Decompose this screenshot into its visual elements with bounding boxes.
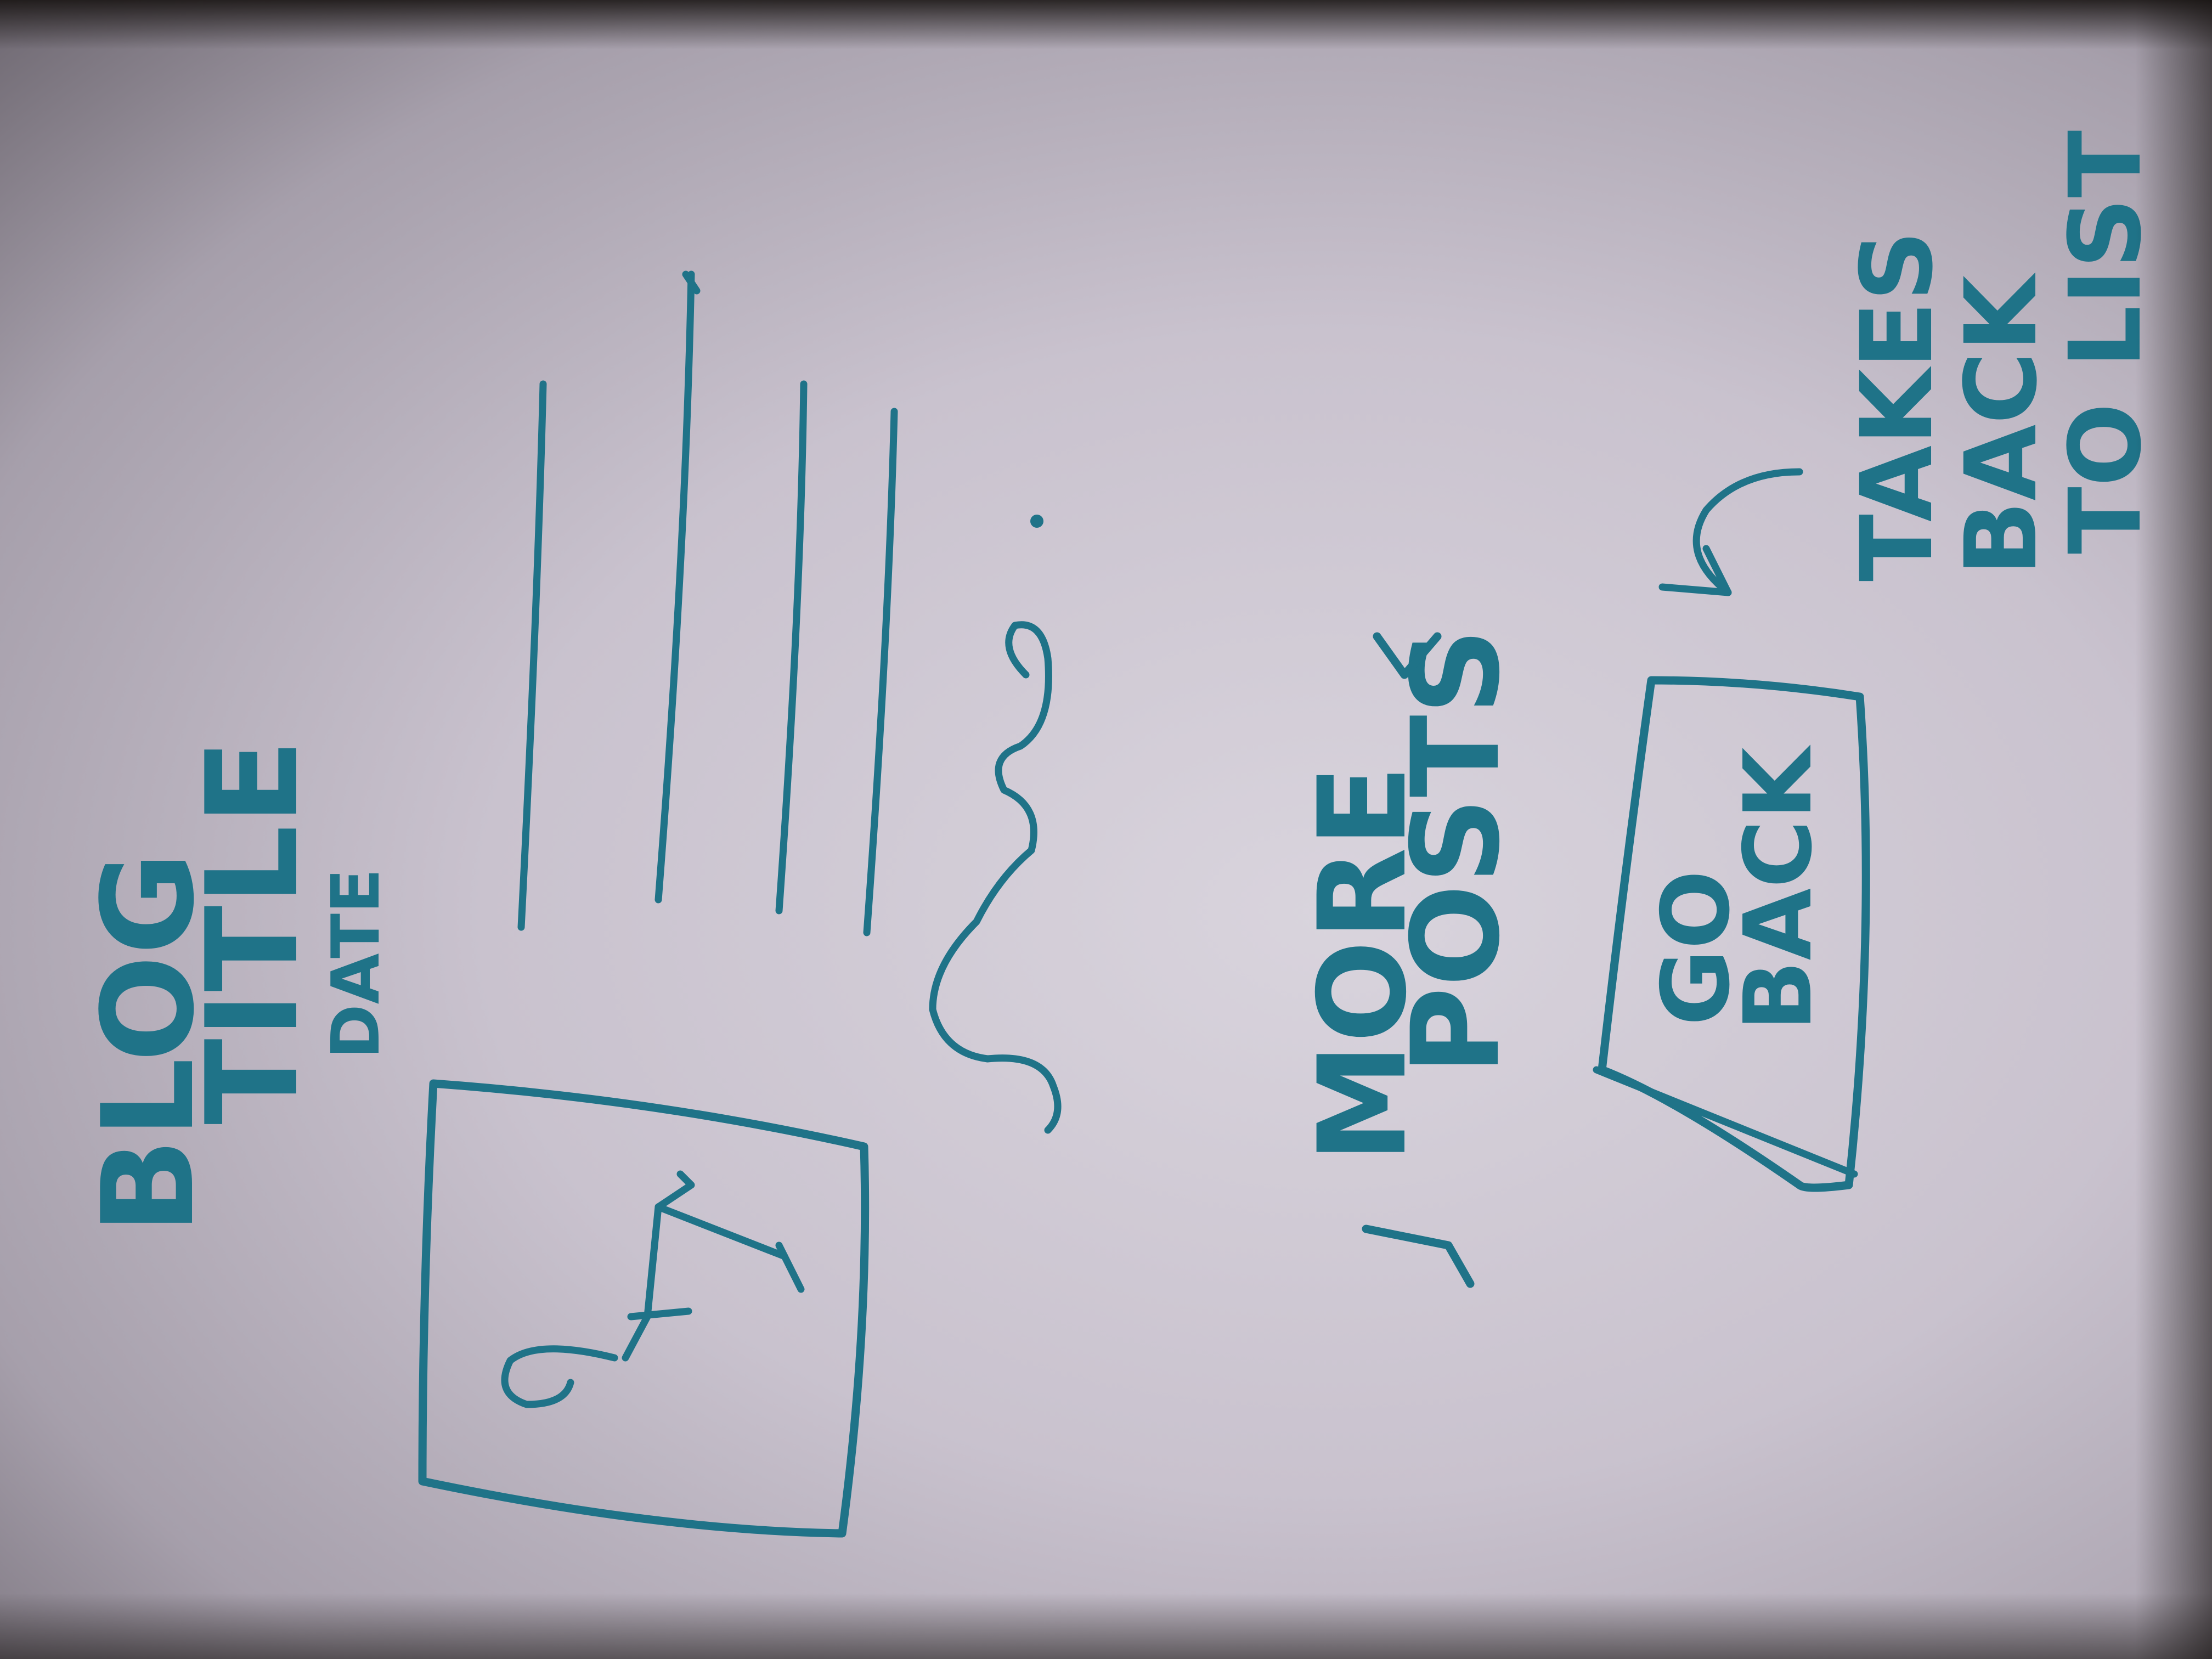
- note-line1: TAKES: [1840, 230, 1955, 582]
- go-back-label-line2: BACK: [1724, 744, 1833, 1031]
- annotation-note: TAKES BACK TO LIST: [1840, 130, 2163, 582]
- note-line3: TO LIST: [2049, 130, 2163, 554]
- post-body-lines: [517, 270, 898, 936]
- blog-title-line2: TITLE: [180, 739, 326, 1125]
- post-image-placeholder: [418, 1079, 870, 1538]
- annotation-arrow-icon: [1658, 468, 1803, 596]
- note-line2: BACK: [1944, 272, 2059, 576]
- prev-arrow-icon[interactable]: [1362, 1224, 1475, 1288]
- signature-dot: [1030, 515, 1043, 528]
- header-block: BLOG TITLE DATE: [76, 739, 394, 1234]
- post-date: DATE: [318, 868, 394, 1059]
- more-posts-nav: MORE POSTS: [1293, 628, 1526, 1288]
- author-signature: [929, 515, 1062, 1134]
- go-back-button[interactable]: GO BACK: [1593, 676, 1870, 1192]
- more-posts-line2[interactable]: POSTS: [1386, 628, 1526, 1075]
- person-icon: [501, 1170, 805, 1408]
